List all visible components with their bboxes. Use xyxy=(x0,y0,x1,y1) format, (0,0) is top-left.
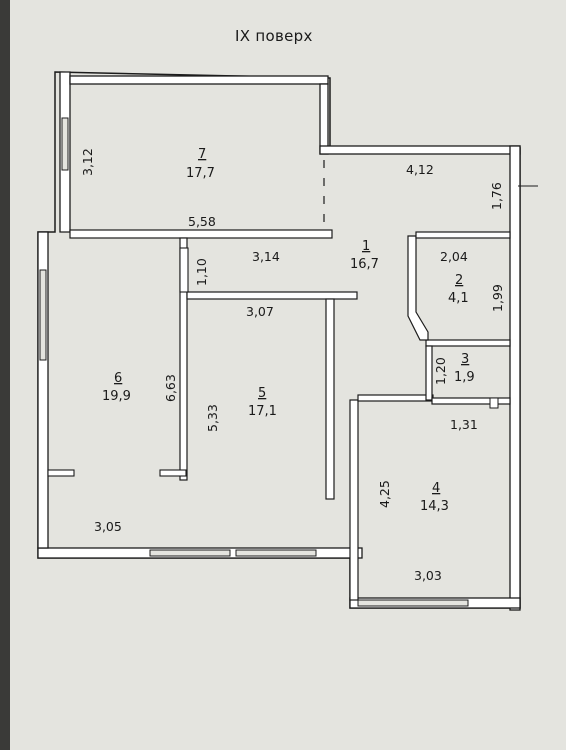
plan-sheet: IX поверх xyxy=(10,0,566,750)
room-3-area: 1,9 xyxy=(454,370,475,385)
room-5-number: 5 xyxy=(258,386,266,401)
room-7-number: 7 xyxy=(198,147,206,162)
wall-room-5-top xyxy=(186,291,358,300)
room-1-area: 16,7 xyxy=(350,257,379,272)
dim-r4-height: 4,25 xyxy=(377,480,392,508)
dim-r3-height: 1,20 xyxy=(433,357,448,385)
wall-room-7-top xyxy=(69,75,329,85)
window-room-5-b xyxy=(235,549,317,557)
room-5-area: 17,1 xyxy=(248,404,277,419)
dim-r4-width: 3,03 xyxy=(414,568,442,583)
room-2-area: 4,1 xyxy=(448,291,469,306)
wall-room-6-left xyxy=(37,231,49,549)
dim-r5-width: 3,07 xyxy=(246,304,274,319)
wall-room-4-left xyxy=(349,399,359,601)
dim-r6-width: 3,05 xyxy=(94,519,122,534)
wall-room-3-left xyxy=(425,345,433,401)
dim-corridor-small: 1,10 xyxy=(194,258,209,286)
window-room-4 xyxy=(357,599,469,607)
room-3-number: 3 xyxy=(461,352,469,367)
wall-room-3-top xyxy=(425,339,511,347)
wall-room-5-right xyxy=(325,298,335,500)
room-2-number: 2 xyxy=(455,273,463,288)
dim-r3-width: 1,31 xyxy=(450,417,478,432)
wall-room-6-right xyxy=(179,237,188,481)
room-7-area: 17,7 xyxy=(186,166,215,181)
room-6-area: 19,9 xyxy=(102,389,131,404)
wall-room-7-right xyxy=(319,83,329,155)
wall-room-2-left xyxy=(407,235,429,341)
floor-plan: 7 17,7 1 16,7 2 4,1 3 1,9 5 17,1 6 19,9 … xyxy=(37,71,538,611)
wall-corridor-top xyxy=(319,145,521,155)
wall-room-3-bottom xyxy=(431,397,511,405)
wall-room-2-top xyxy=(415,231,511,239)
room-4-area: 14,3 xyxy=(420,499,449,514)
dim-r5-height: 5,33 xyxy=(205,404,220,432)
room-4-number: 4 xyxy=(432,481,440,496)
window-room-3 xyxy=(489,397,499,409)
dim-r7-height: 3,12 xyxy=(80,148,95,176)
dim-r7-width: 5,58 xyxy=(188,214,216,229)
room-6-number: 6 xyxy=(114,371,122,386)
wall-right xyxy=(509,145,521,611)
dim-r2-width: 2,04 xyxy=(440,249,468,264)
window-room-7 xyxy=(61,117,69,171)
wall-room-4-top xyxy=(357,394,434,402)
dim-r6-height: 6,63 xyxy=(163,374,178,402)
dim-corridor-mid: 3,14 xyxy=(252,249,280,264)
dim-corridor-right: 1,76 xyxy=(489,182,504,210)
window-room-5-a xyxy=(149,549,231,557)
dim-r2-height: 1,99 xyxy=(490,284,505,312)
floor-title: IX поверх xyxy=(235,27,313,45)
wall-room-6-partition-2 xyxy=(159,469,187,477)
room-1-number: 1 xyxy=(362,239,370,254)
wall-room-7-bottom xyxy=(69,229,333,239)
window-room-6 xyxy=(39,269,47,361)
wall-room-6-partition xyxy=(47,469,75,477)
wall-corridor-stub xyxy=(179,247,189,293)
dim-corridor-top: 4,12 xyxy=(406,162,434,177)
